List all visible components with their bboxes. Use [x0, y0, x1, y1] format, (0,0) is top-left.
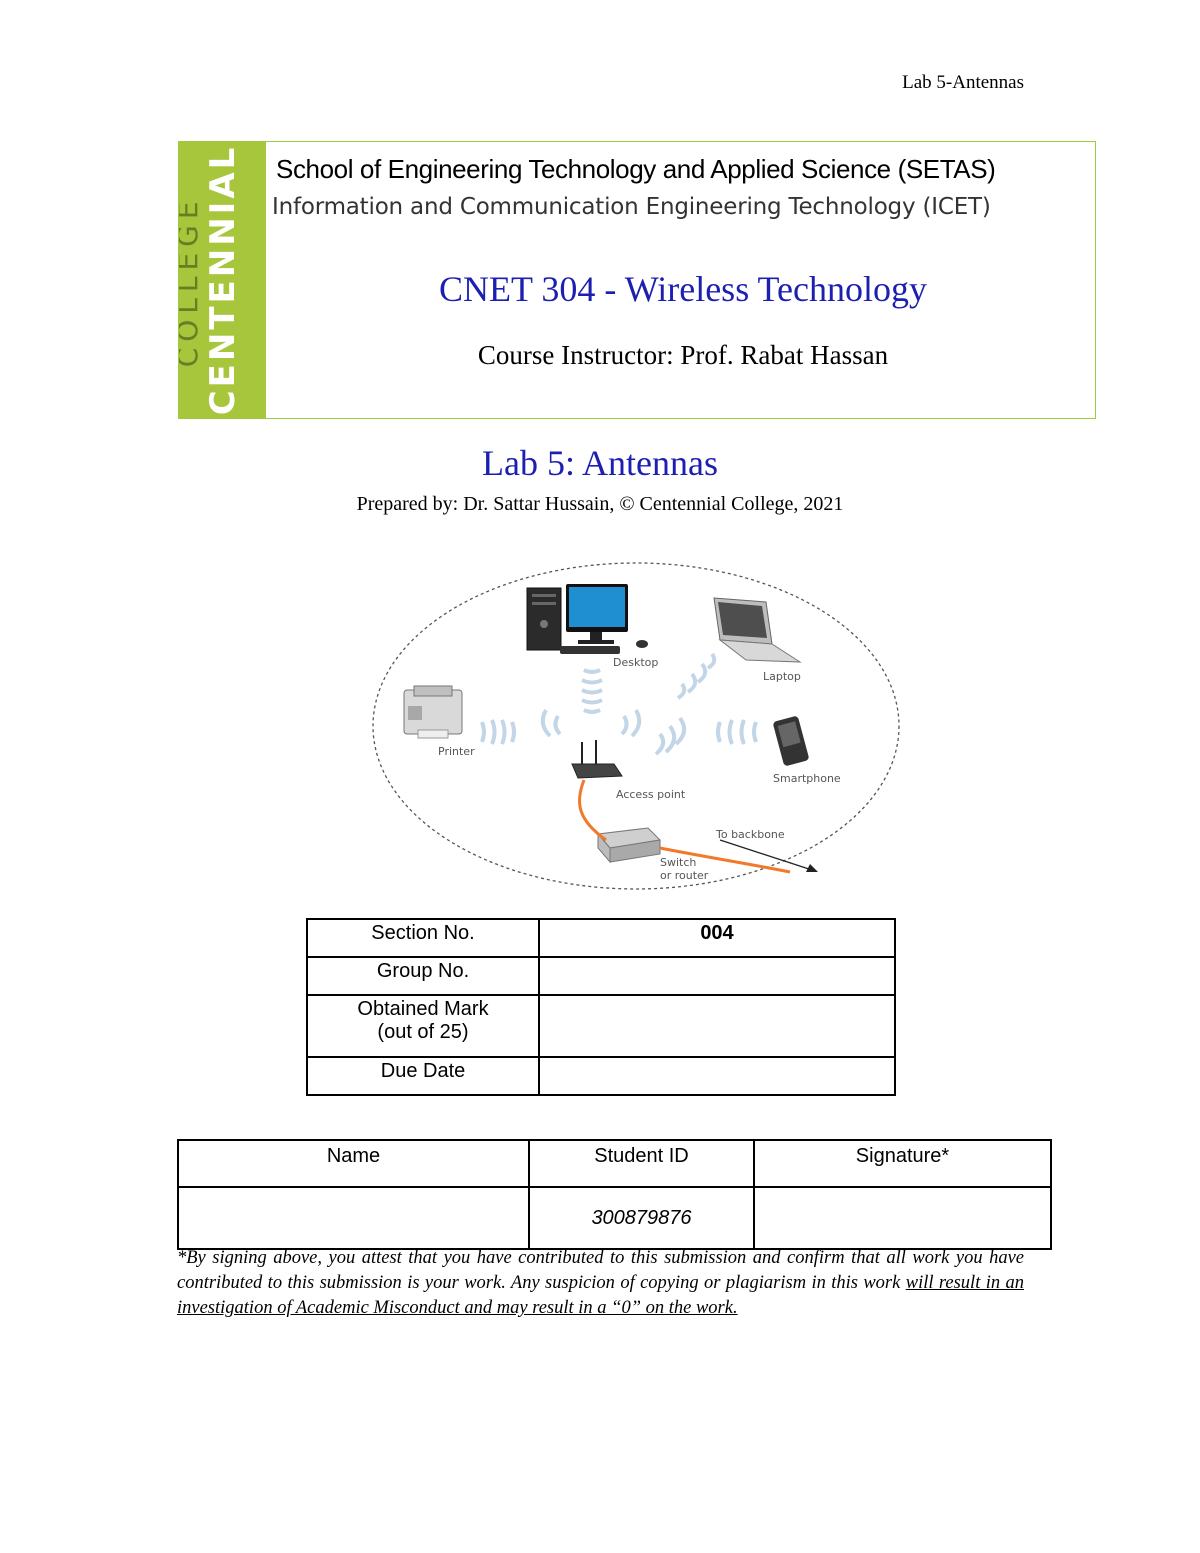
course-banner: CENTENNIAL COLLEGE School of Engineering…	[178, 141, 1096, 419]
mark-label: Obtained Mark (out of 25)	[306, 994, 540, 1058]
backbone-arrowhead	[806, 864, 818, 872]
desktop-label: Desktop	[613, 656, 658, 669]
name-cell	[177, 1186, 530, 1250]
name-header: Name	[177, 1139, 530, 1188]
cable-switch-to-backbone	[659, 846, 791, 874]
due-date-label: Due Date	[306, 1056, 540, 1096]
group-value	[538, 956, 896, 996]
signature-header: Signature*	[753, 1139, 1052, 1188]
section-label: Section No.	[306, 918, 540, 958]
cable-ap-to-switch	[577, 779, 607, 842]
lab-info-table: Section No. 004 Group No. Obtained Mark …	[306, 918, 896, 1096]
school-name: School of Engineering Technology and App…	[276, 154, 996, 184]
signature-disclaimer: *By signing above, you attest that you h…	[177, 1246, 1024, 1321]
access-point-label: Access point	[616, 788, 686, 801]
mark-value	[538, 994, 896, 1058]
signal-waves	[480, 652, 758, 756]
backbone-label: To backbone	[715, 828, 785, 841]
wlan-diagram: Desktop Laptop Printer Smartphone Access…	[372, 562, 900, 890]
lab-title: Lab 5: Antennas	[482, 443, 718, 483]
switch-icon	[597, 827, 662, 864]
table-row: Obtained Mark (out of 25)	[306, 994, 896, 1058]
course-title: CNET 304 - Wireless Technology	[439, 269, 927, 309]
smartphone-label: Smartphone	[773, 772, 841, 785]
prepared-by: Prepared by: Dr. Sattar Hussain, © Cente…	[356, 493, 844, 515]
mark-label-line2: (out of 25)	[377, 1021, 469, 1043]
table-row: 300879876	[177, 1186, 1052, 1250]
switch-label-line1: Switch	[660, 856, 696, 869]
course-instructor: Course Instructor: Prof. Rabat Hassan	[477, 340, 889, 370]
student-table: Name Student ID Signature* 300879876	[177, 1139, 1052, 1250]
student-id-cell: 300879876	[528, 1186, 755, 1250]
desktop-icon	[526, 584, 648, 654]
due-date-value	[538, 1056, 896, 1096]
signature-cell	[753, 1186, 1052, 1250]
table-header-row: Name Student ID Signature*	[177, 1139, 1052, 1188]
table-row: Section No. 004	[306, 918, 896, 958]
college-logo: CENTENNIAL COLLEGE	[179, 142, 266, 418]
running-header: Lab 5-Antennas	[902, 72, 1024, 93]
coverage-ellipse	[372, 562, 900, 890]
disclaimer-underlined: will result in an investigation of Acade…	[177, 1273, 1024, 1318]
section-value: 004	[538, 918, 896, 958]
mark-label-line1: Obtained Mark	[357, 998, 489, 1020]
backbone-arrow	[719, 839, 813, 871]
access-point-icon	[571, 740, 623, 779]
program-name: Information and Communication Engineerin…	[272, 194, 991, 220]
disclaimer-text: *By signing above, you attest that you h…	[177, 1248, 1024, 1293]
laptop-icon	[713, 597, 802, 663]
printer-icon	[403, 685, 463, 739]
table-row: Group No.	[306, 956, 896, 996]
smartphone-icon	[773, 716, 809, 766]
printer-label: Printer	[438, 745, 475, 758]
laptop-label: Laptop	[763, 670, 801, 683]
group-label: Group No.	[306, 956, 540, 996]
student-id-header: Student ID	[528, 1139, 755, 1188]
switch-label-line2: or router	[660, 869, 709, 882]
table-row: Due Date	[306, 1056, 896, 1096]
